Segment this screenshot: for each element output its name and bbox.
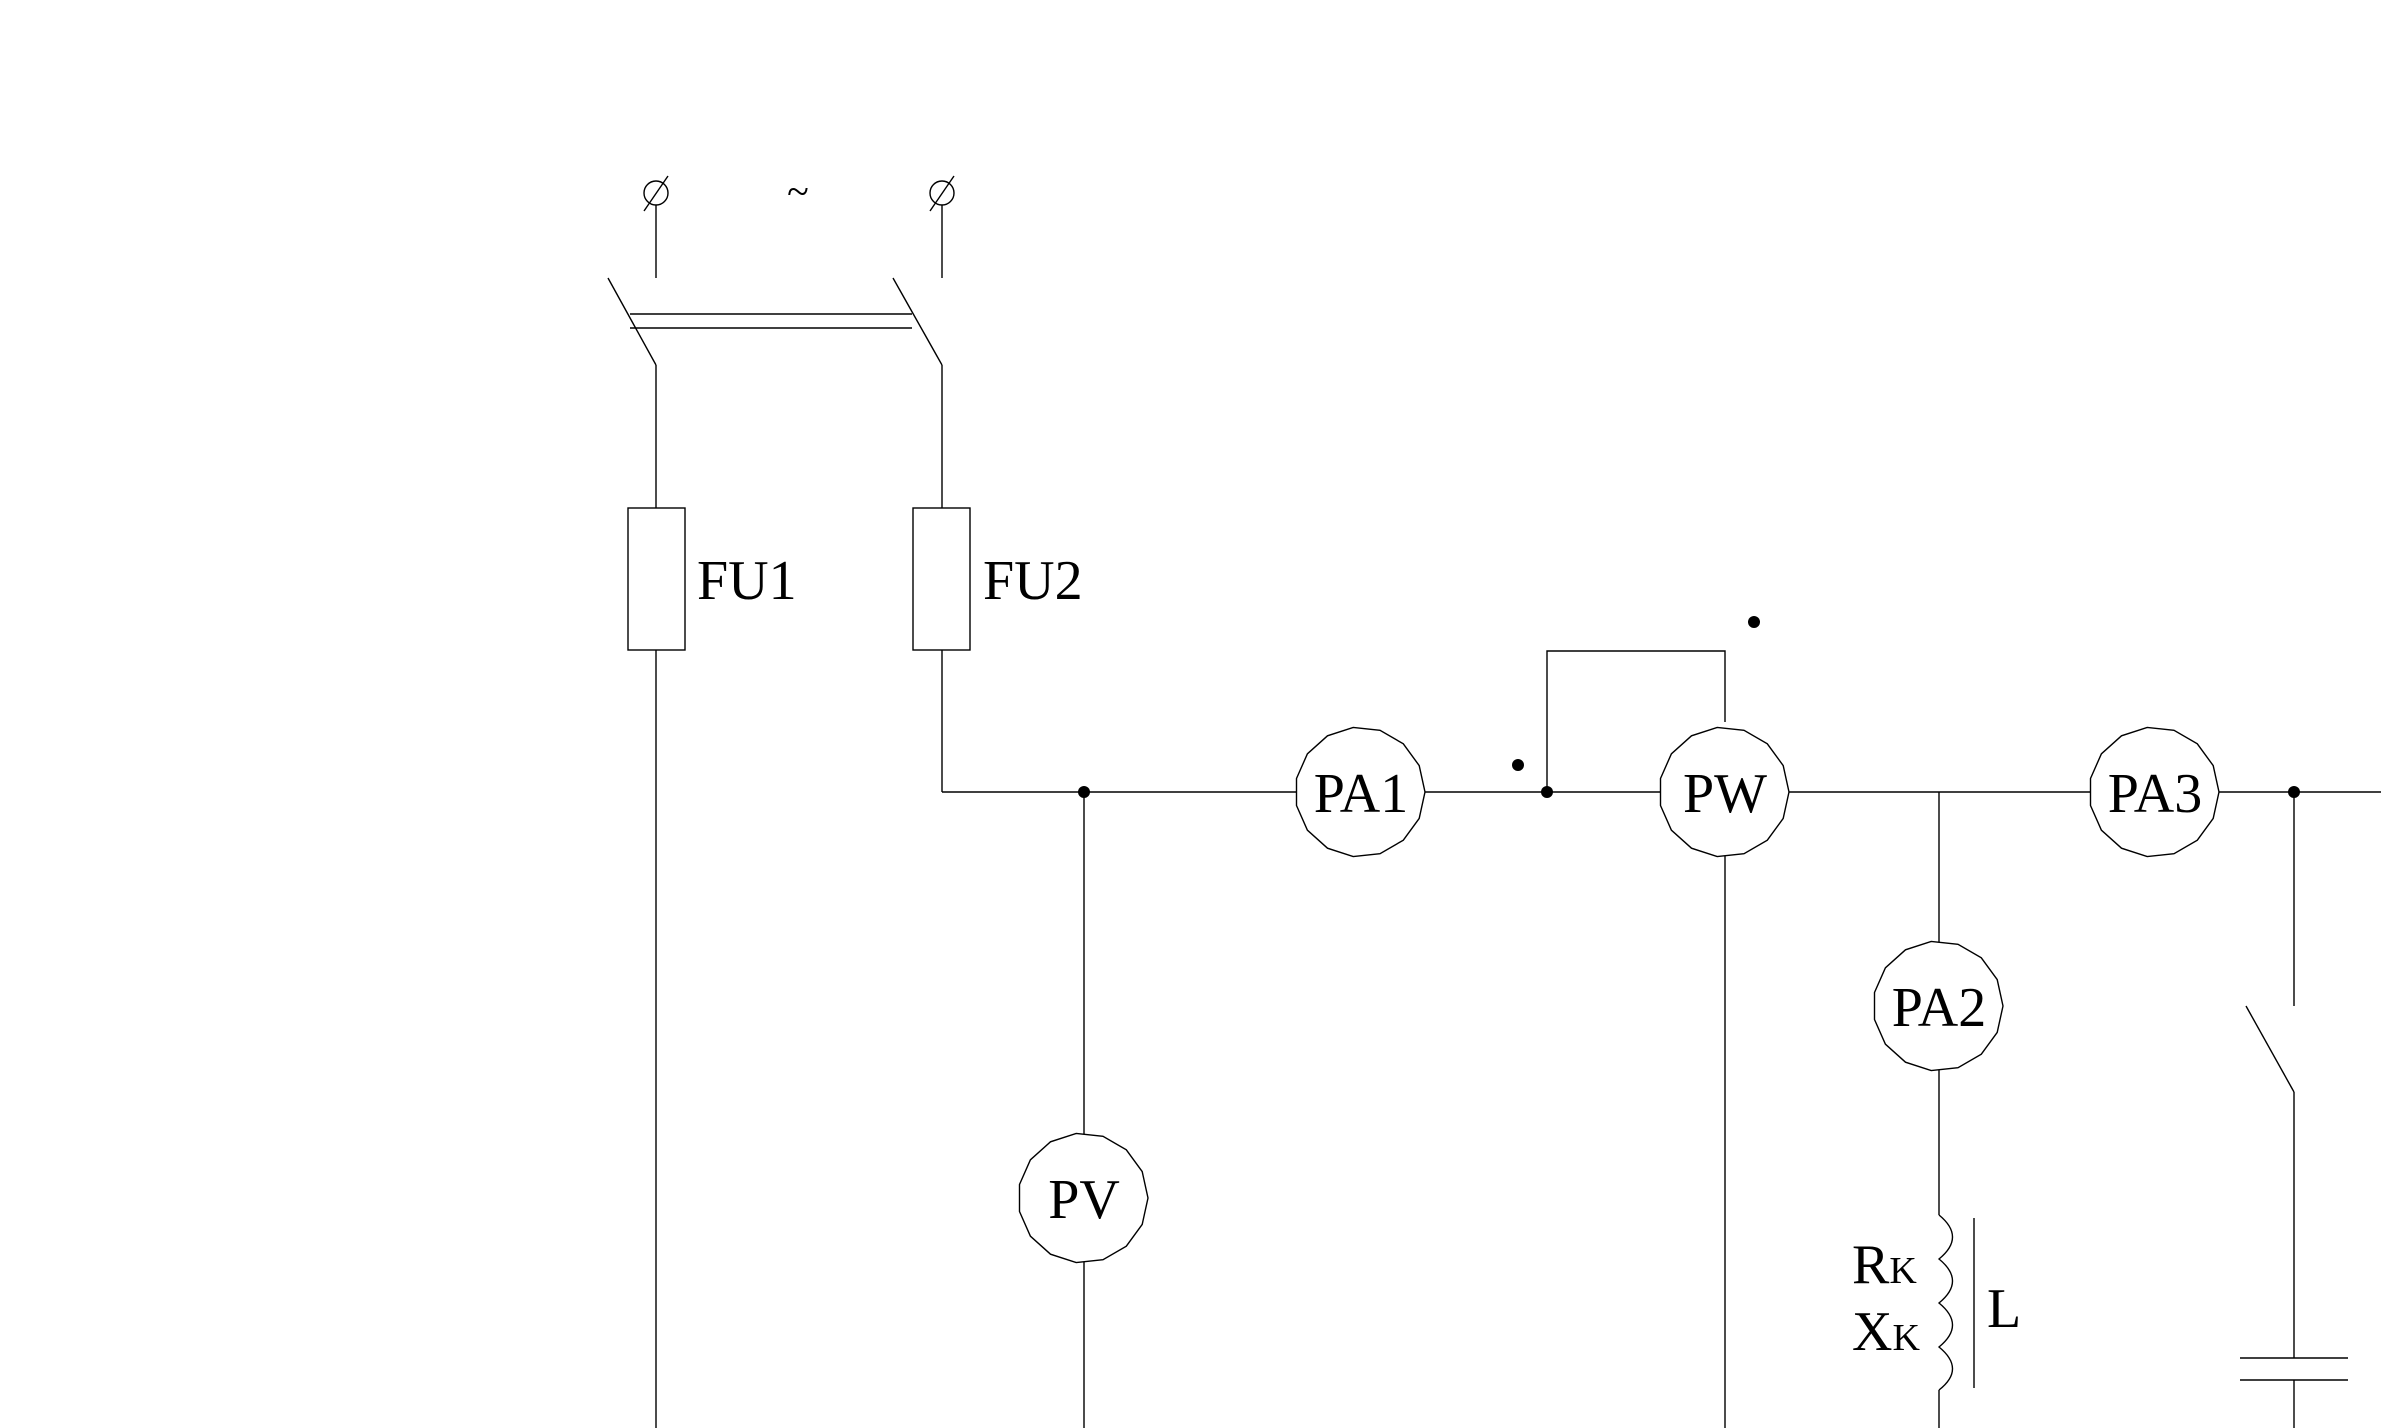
reactance-label: XK (1852, 1301, 1920, 1363)
inductor-label: L (1987, 1278, 2021, 1340)
junction-dot (1078, 786, 1090, 798)
fuse-fu1-label: FU1 (697, 550, 797, 612)
meter-pw: PW (1659, 726, 1790, 858)
ac-source-symbol: ~ (787, 169, 809, 214)
svg-text:PV: PV (1048, 1169, 1120, 1231)
junction-dot (1541, 786, 1553, 798)
meter-pa2: PA2 (1873, 940, 2004, 1072)
svg-text:PA3: PA3 (2108, 763, 2202, 825)
meter-pa3: PA3 (2089, 726, 2220, 858)
meter-pa1: PA1 (1295, 726, 1426, 858)
double-pole-switch (607, 277, 943, 366)
junction-dot (2288, 786, 2300, 798)
fuse-fu2 (912, 507, 971, 651)
fuse-fu1 (627, 507, 686, 651)
svg-text:PA1: PA1 (1314, 763, 1408, 825)
svg-text:PA2: PA2 (1892, 977, 1986, 1039)
resistance-label: RK (1852, 1234, 1917, 1296)
polarity-dot (1748, 616, 1760, 628)
fuse-fu2-label: FU2 (983, 550, 1083, 612)
meter-pv: PV (1018, 1132, 1149, 1264)
svg-text:PW: PW (1683, 763, 1767, 825)
load-inductor (1930, 1214, 1975, 1391)
capacitor-branch (2240, 792, 2348, 1428)
wattmeter-voltage-coil-wire (1546, 650, 1726, 792)
polarity-dot (1512, 759, 1524, 771)
